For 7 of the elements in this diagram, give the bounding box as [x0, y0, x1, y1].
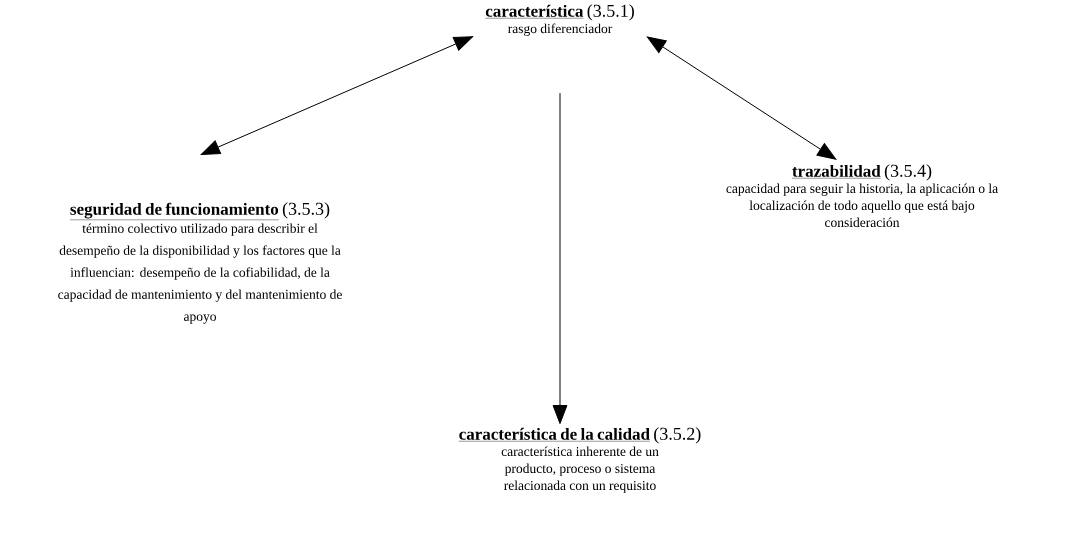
arrow [200, 36, 473, 155]
term-definition: seguridad de funcionamiento (3.5.3) término colectivo utilizado para describir el desempeño de la disponibilidad y los factores que la influencian: desempeño de la cofiabilidad, de la capacidad de mantenimiento y del mantenimiento de apoyo [58, 202, 342, 324]
term-definition: trazabilidad (3.5.4) capacidad para seguir la historia, la aplicación o la localización de todo aquello que está bajo consideración [726, 164, 998, 227]
term-definition: característica (3.5.1) rasgo diferenciador [485, 4, 634, 36]
term-definition: característica de la calidad (3.5.2) característica inherente de un producto, proceso o sistema relacionada con un requisito [458, 427, 701, 493]
arrow [646, 36, 837, 160]
arrow [552, 92, 568, 425]
